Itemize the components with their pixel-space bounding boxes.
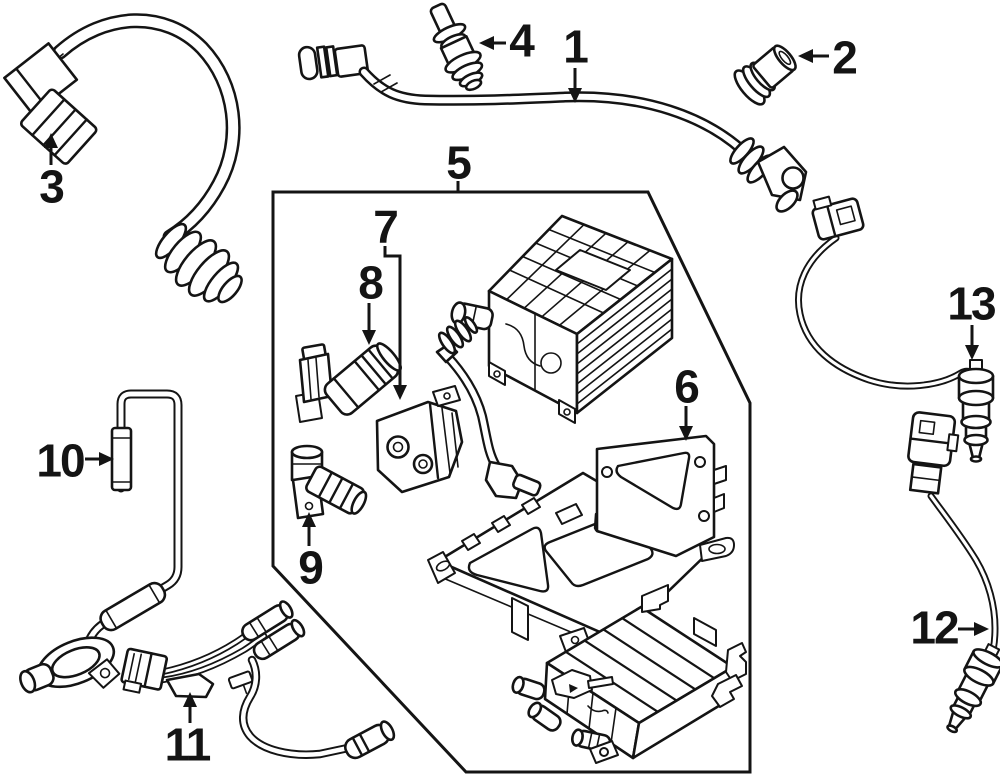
part-7-valve: [375, 385, 464, 494]
callout-label-8: 8: [358, 257, 383, 309]
part-11-harness: [120, 600, 396, 760]
callout-7: 7: [373, 201, 407, 400]
callout-8: 8: [358, 257, 385, 345]
callout-label-12: 12: [910, 602, 958, 654]
callout-1: 1: [563, 21, 590, 103]
part-4-fitting: [429, 2, 484, 92]
callout-arrowhead-12: [974, 622, 989, 636]
callout-10: 10: [36, 435, 114, 487]
purge-solenoid-module: [450, 214, 674, 424]
part-10-grommet: [19, 636, 121, 694]
part-2-sensor: [733, 44, 797, 106]
callout-label-13: 13: [947, 278, 995, 330]
callout-arrowhead-2: [798, 49, 813, 63]
part-8-valve: [295, 342, 402, 423]
callout-11: 11: [165, 692, 213, 771]
callout-arrowhead-1: [568, 88, 582, 103]
purge-hose: [435, 316, 542, 500]
callout-label-9: 9: [298, 542, 322, 594]
callout-4: 4: [479, 15, 537, 67]
callout-arrowhead-8: [362, 330, 376, 345]
part-1-tube: [297, 44, 808, 213]
callout-label-10: 10: [36, 435, 84, 487]
part-5-assembly-boundary: [271, 190, 752, 774]
callout-label-1: 1: [563, 21, 588, 73]
callout-arrowhead-6: [679, 426, 693, 441]
callout-6: 6: [674, 361, 700, 441]
part-3-hose: [3, 13, 243, 304]
callout-arrowhead-11: [183, 692, 197, 707]
callout-label-6: 6: [674, 361, 698, 413]
callout-arrowhead-9: [302, 512, 316, 527]
part-10-tube: [19, 389, 183, 694]
part-12-sensor-body: [946, 643, 1000, 734]
part-12-oxygen-sensor: [907, 411, 1000, 734]
callout-arrowhead-3: [44, 133, 58, 148]
callout-arrowhead-4: [479, 36, 494, 50]
callout-arrowhead-7: [393, 385, 407, 400]
callout-arrowhead-13: [965, 345, 979, 360]
part-6-bracket: [427, 434, 735, 653]
callout-label-3: 3: [39, 161, 63, 213]
callout-2: 2: [798, 32, 858, 84]
callout-label-11: 11: [165, 719, 211, 771]
callout-label-5: 5: [446, 137, 471, 189]
callout-5: 5: [446, 137, 473, 192]
callout-label-4: 4: [509, 15, 535, 67]
part-13-sensor-body: [957, 359, 995, 463]
callout-13: 13: [947, 278, 997, 360]
callout-label-2: 2: [832, 32, 856, 84]
part-9-valve: [290, 444, 368, 520]
part-13-oxygen-sensor: [795, 195, 995, 463]
callout-12: 12: [910, 602, 989, 654]
callout-arrowhead-10: [99, 452, 114, 466]
callout-3: 3: [39, 133, 65, 213]
callout-label-7: 7: [373, 201, 397, 253]
callout-9: 9: [298, 512, 324, 594]
vapor-canister: [511, 584, 747, 764]
